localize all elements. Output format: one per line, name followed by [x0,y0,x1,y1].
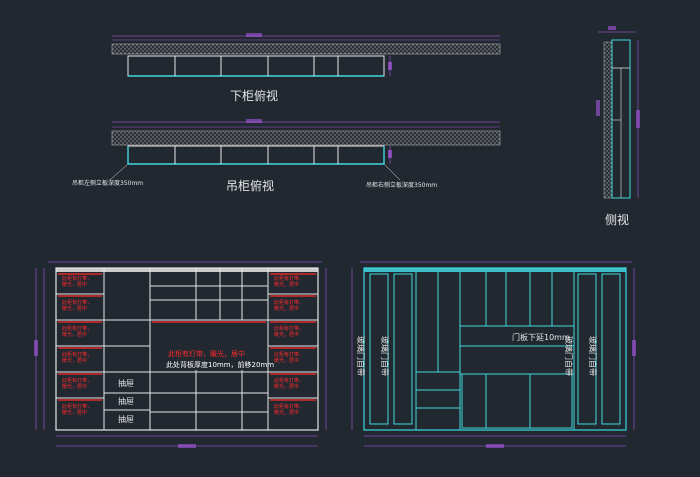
svg-text:此柜有灯带，: 此柜有灯带， [274,351,304,358]
upper-plan-title: 吊柜俯视 [226,178,274,193]
lower-plan-title: 下柜俯视 [230,88,278,103]
svg-text:此柜有灯带，: 此柜有灯带， [62,325,92,332]
left-column-notes: 此柜有灯带， 暖光，居中 此柜有灯带， 暖光，居中 此柜有灯带， 暖光，居中 此… [62,275,92,416]
door-offset-note: 门板下延10mm [512,332,570,342]
svg-text:暖光，居中: 暖光，居中 [274,357,299,364]
side-view: 侧视 [596,26,640,227]
svg-text:暖光，居中: 暖光，居中 [62,357,87,364]
upper-plan-wall-hatch [111,130,501,146]
upper-cabinet-plan: 吊柜左侧立板深度350mm 吊柜右侧立板深度350mm 吊柜俯视 [72,119,501,193]
drawer-label-1: 抽屉 [118,378,134,388]
center-light-note: 此柜有灯带，暖光，居中 [168,349,245,358]
svg-text:暖光，居中: 暖光，居中 [274,409,299,416]
lower-plan-wall-hatch [111,43,501,55]
upper-left-note: 吊柜左侧立板深度350mm [72,179,143,187]
upper-right-note: 吊柜右侧立板深度350mm [366,181,437,189]
svg-text:暖光，居中: 暖光，居中 [274,383,299,390]
drawer-label-2: 抽屉 [118,396,134,406]
front-elevation-left: 此柜有灯带， 暖光，居中 此柜有灯带， 暖光，居中 此柜有灯带， 暖光，居中 此… [34,261,327,448]
svg-text:此柜有灯带，: 此柜有灯带， [274,299,304,306]
svg-text:此柜有灯带，: 此柜有灯带， [274,275,304,282]
center-back-panel-note: 此处背板厚度10mm，前移20mm [166,360,274,369]
svg-text:暖光，居中: 暖光，居中 [62,409,87,416]
svg-text:此柜有灯带，: 此柜有灯带， [62,275,92,282]
lower-cabinet-plan: 下柜俯视 [111,33,501,103]
glass-door-label-3: 玻璃门自带 [564,336,574,376]
svg-text:此柜有灯带，: 此柜有灯带， [62,403,92,410]
svg-text:此柜有灯带，: 此柜有灯带， [62,377,92,384]
drawer-label-3: 抽屉 [118,414,134,424]
front-elevation-right: 玻璃门自带 玻璃门自带 玻璃门自带 玻璃门自带 门板下延10mm [351,261,636,448]
glass-door-label-2: 玻璃门自带 [380,336,390,376]
side-view-title: 侧视 [605,212,629,227]
svg-text:暖光，居中: 暖光，居中 [62,331,87,338]
side-view-wall-hatch [603,41,613,199]
svg-text:暖光，居中: 暖光，居中 [274,305,299,312]
glass-door-label-1: 玻璃门自带 [356,336,366,376]
svg-text:此柜有灯带，: 此柜有灯带， [62,351,92,358]
svg-text:暖光，居中: 暖光，居中 [62,383,87,390]
svg-text:此柜有灯带，: 此柜有灯带， [274,325,304,332]
svg-text:暖光，居中: 暖光，居中 [274,331,299,338]
right-column-notes: 此柜有灯带， 暖光，居中 此柜有灯带， 暖光，居中 此柜有灯带， 暖光，居中 此… [274,275,304,416]
glass-door-label-4: 玻璃门自带 [588,336,598,376]
svg-text:暖光，居中: 暖光，居中 [62,305,87,312]
svg-text:暖光，居中: 暖光，居中 [274,281,299,288]
svg-text:此柜有灯带，: 此柜有灯带， [274,377,304,384]
svg-text:此柜有灯带，: 此柜有灯带， [274,403,304,410]
svg-text:暖光，居中: 暖光，居中 [62,281,87,288]
svg-text:此柜有灯带，: 此柜有灯带， [62,299,92,306]
